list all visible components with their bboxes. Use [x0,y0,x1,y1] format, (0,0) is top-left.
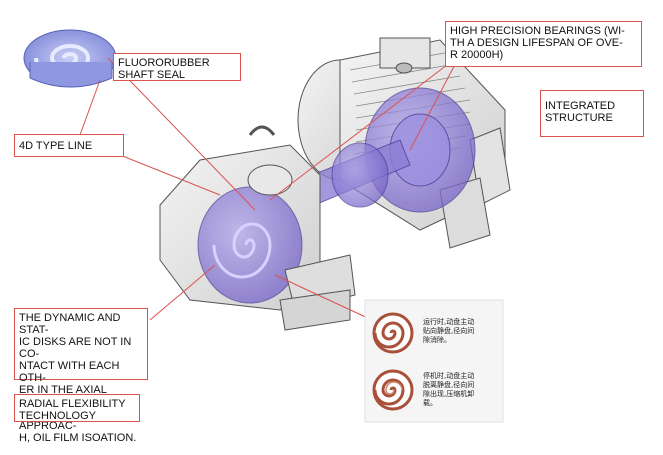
label-4d-type-line: 4D TYPE LINE [14,134,124,157]
inset-stopped-text: 停机时,动盘主动脱离静盘,径向间隙出现,压缩机卸载。 [423,372,475,407]
leader-bearings-a [269,54,461,201]
inset-running-text: 运行时,动盘主动贴向静盘,径向间隙消除。 [423,318,475,344]
spiral-stopped-icon [372,369,414,411]
leader-lines [69,54,461,321]
leader-disks [149,264,216,321]
label-integrated-structure: INTEGRATED STRUCTURE [540,90,644,137]
spiral-running-icon [372,312,414,354]
leader-inset [274,274,373,321]
label-dynamic-static-disks: THE DYNAMIC AND STAT- IC DISKS ARE NOT I… [14,308,148,444]
compressor-body [159,125,356,331]
inset-panel [364,299,504,423]
bearing-assembly [364,87,476,213]
label-radial-flexibility: RADIAL FLEXIBILITY TECHNOLOGY [14,394,140,422]
scroll-plate-icon [23,29,117,88]
label-high-precision-bearings: HIGH PRECISION BEARINGS (WI- TH A DESIGN… [445,21,642,67]
leader-scroll-to-type [79,79,101,136]
leader-fluororubber [107,57,256,211]
leader-bearings-b [409,54,461,151]
label-fluororubber-shaft-seal: FLUORORUBBER SHAFT SEAL [113,53,241,81]
